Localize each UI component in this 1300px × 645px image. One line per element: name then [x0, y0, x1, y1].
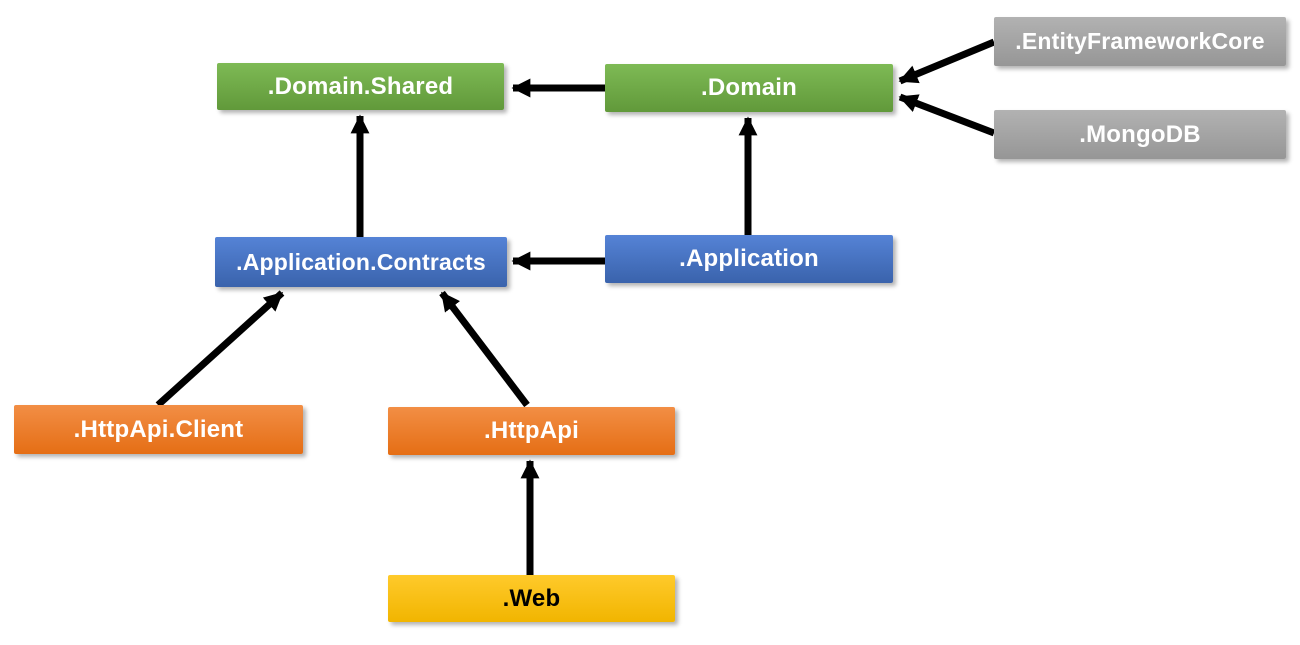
arrow-httpapi-client-to-application-contracts — [155, 290, 285, 408]
arrow-entity-framework-core-to-domain — [898, 38, 996, 85]
node-httpapi-client: .HttpApi.Client — [14, 405, 303, 454]
node-web: .Web — [388, 575, 675, 622]
node-entity-framework-core: .EntityFrameworkCore — [994, 17, 1286, 66]
node-mongodb: .MongoDB — [994, 110, 1286, 159]
node-httpapi: .HttpApi — [388, 407, 675, 455]
arrow-mongodb-to-domain — [898, 93, 996, 137]
node-application-contracts: .Application.Contracts — [215, 237, 507, 287]
node-domain: .Domain — [605, 64, 893, 112]
node-application: .Application — [605, 235, 893, 283]
arrow-httpapi-to-application-contracts — [439, 290, 530, 408]
node-domain-shared: .Domain.Shared — [217, 63, 504, 110]
